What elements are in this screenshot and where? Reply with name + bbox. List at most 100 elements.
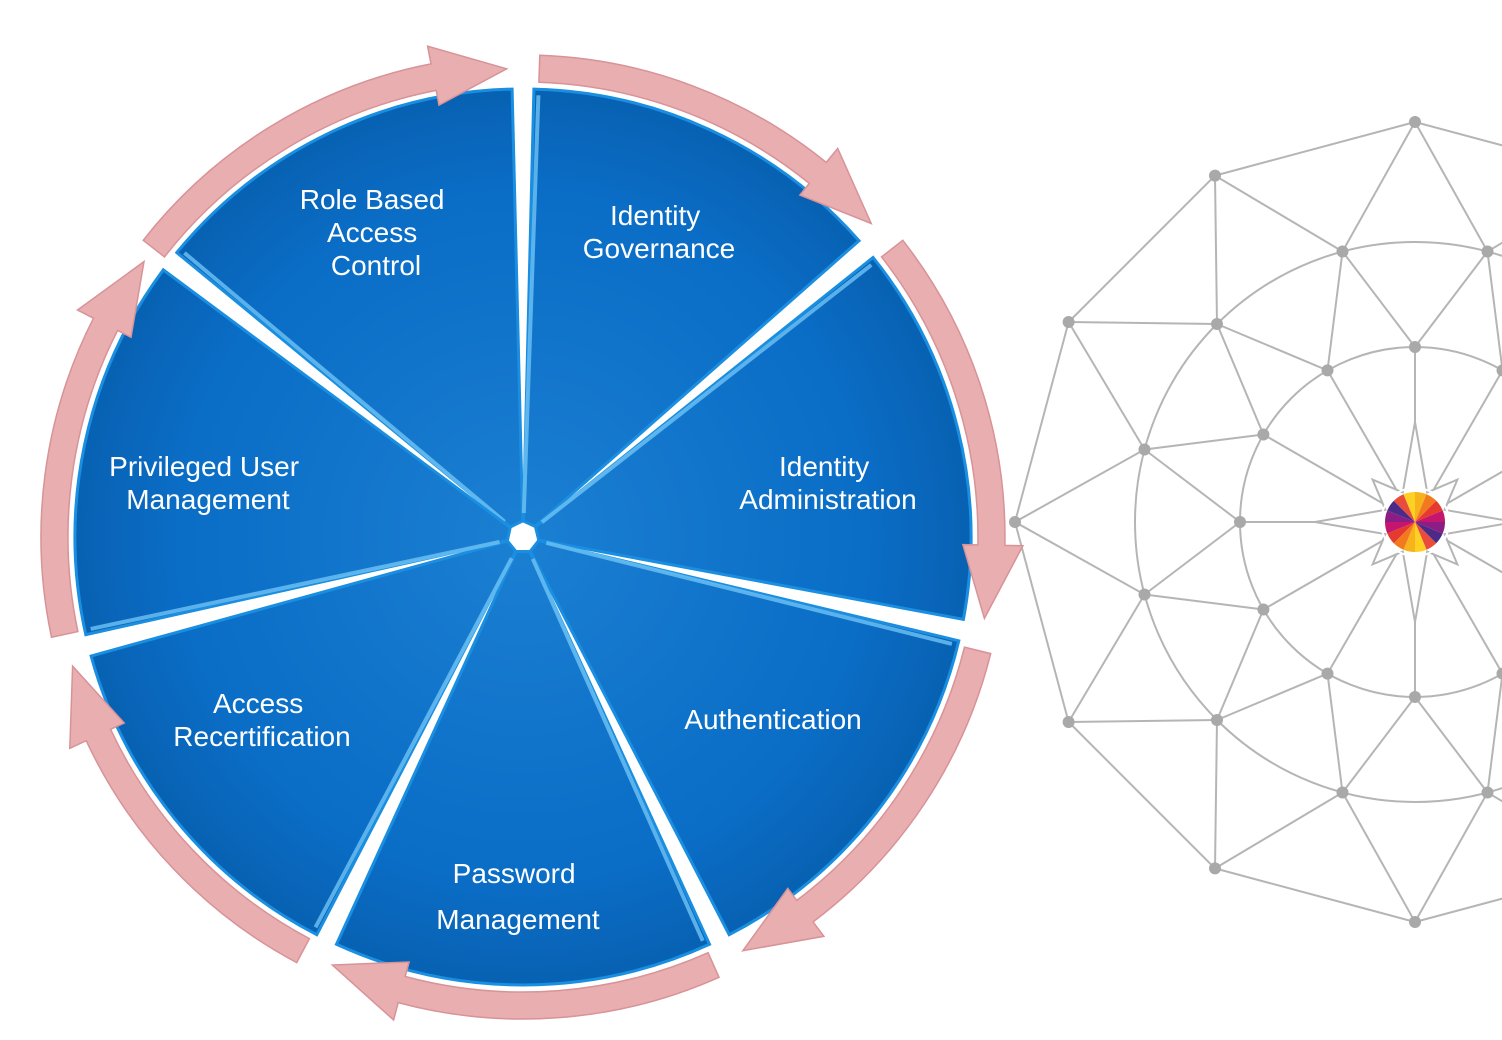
network-node	[1321, 364, 1334, 377]
network-edge	[1216, 609, 1265, 721]
network-edge	[1068, 719, 1218, 723]
network-compass-graphic	[1009, 116, 1502, 928]
logo-wedge	[1385, 510, 1415, 522]
logo-wedge	[1387, 522, 1415, 544]
network-edge	[1014, 448, 1145, 523]
segment-label-line: Privileged User	[109, 451, 299, 482]
logo-wedge	[1403, 522, 1415, 552]
segment-privileged-user-management: Privileged User Management	[73, 267, 512, 637]
network-edge	[1216, 323, 1328, 372]
segment-shape	[334, 550, 712, 987]
network-edge	[1143, 448, 1241, 523]
network-edge	[1216, 672, 1328, 721]
network-node	[1211, 318, 1223, 330]
segment-edge-highlight	[183, 251, 506, 524]
segment-label-line: Access	[327, 217, 417, 248]
network-node	[1481, 245, 1494, 258]
segment-authentication: Authentication	[528, 539, 961, 937]
network-node	[1209, 862, 1221, 875]
cycle-arrow-group	[40, 45, 1025, 1022]
network-node	[1138, 588, 1151, 601]
network-node	[1409, 916, 1421, 928]
segment-label: Access Recertification	[173, 688, 350, 752]
segment-edge-highlight	[530, 558, 705, 942]
network-edge	[1014, 321, 1070, 523]
segment-label-line: Governance	[583, 233, 736, 264]
network-edge	[1067, 721, 1216, 870]
segment-shape	[73, 267, 512, 637]
logo-wedge	[1385, 522, 1415, 534]
network-node	[1062, 716, 1075, 728]
cycle-arrow	[142, 45, 509, 258]
network-node	[1409, 691, 1421, 703]
network-node	[1321, 667, 1334, 680]
network-edge	[1144, 433, 1264, 451]
logo-ring	[1380, 487, 1450, 557]
cycle-arrow	[330, 951, 720, 1022]
network-edge	[1414, 696, 1489, 794]
segment-label-line: Administration	[739, 484, 916, 515]
cycle-arrow	[538, 54, 873, 225]
network-edge	[1214, 174, 1344, 253]
network-node	[1138, 443, 1151, 456]
cycle-arrow	[880, 239, 1025, 621]
network-node	[1496, 667, 1502, 680]
logo-wedge	[1393, 494, 1415, 522]
segment-identity-governance: Identity Governance	[521, 87, 862, 529]
network-node	[1409, 116, 1421, 128]
logo-wedge	[1403, 492, 1415, 522]
network-node	[1481, 786, 1494, 799]
cycle-arrow	[40, 259, 146, 639]
segment-label: Identity Administration	[739, 451, 916, 515]
network-edge	[1216, 323, 1265, 435]
network-edge	[1143, 521, 1241, 596]
network-edge	[1214, 175, 1218, 325]
logo-wedge	[1415, 522, 1443, 544]
network-edge	[1067, 593, 1146, 723]
segment-edge-highlight	[521, 95, 541, 514]
network-edge	[1144, 593, 1264, 611]
segment-edge-highlight	[313, 557, 514, 929]
network-edge	[1214, 867, 1416, 923]
network-node	[1257, 428, 1270, 441]
network-node	[1496, 364, 1502, 377]
network-node	[1009, 516, 1021, 528]
network-edge	[1068, 321, 1218, 325]
segment-role-based-access-control: Role Based Access Control	[174, 87, 525, 529]
segment-shape	[533, 255, 973, 622]
network-edge	[1414, 792, 1489, 923]
logo-wedge	[1415, 522, 1427, 552]
network-edge	[1486, 241, 1502, 253]
segment-label-line: Access	[213, 688, 303, 719]
segment-label-line: Role Based	[300, 184, 445, 215]
segment-group: Role Based Access Control Identity Gover…	[73, 87, 973, 987]
segment-label: Password Management	[436, 858, 600, 935]
network-edge	[1414, 250, 1489, 348]
segment-shape	[528, 539, 961, 937]
logo-wedge	[1415, 510, 1445, 522]
network-node	[1336, 786, 1349, 799]
network-edge	[1326, 673, 1344, 793]
segment-label-line: Identity	[779, 451, 869, 482]
segment-shape	[174, 87, 525, 529]
network-edge	[1214, 121, 1416, 177]
segment-access-recertification: Access Recertification	[89, 539, 518, 937]
segment-edge-highlight	[540, 263, 873, 524]
network-edge	[1486, 251, 1502, 371]
segment-shape	[89, 539, 518, 937]
segment-label: Privileged User Management	[109, 451, 307, 515]
logo-wedge	[1415, 492, 1427, 522]
segment-label: Identity Governance	[583, 200, 736, 264]
segment-edge-highlight	[90, 540, 500, 631]
segment-password-management: Password Management	[334, 550, 712, 987]
network-edge	[1486, 791, 1502, 803]
network-edge	[1341, 250, 1416, 348]
network-edge	[1067, 321, 1146, 451]
network-edge	[1341, 696, 1416, 794]
network-node	[1209, 169, 1221, 182]
network-edge	[1214, 719, 1218, 869]
network-edge	[1341, 121, 1416, 252]
segment-shape	[521, 87, 862, 529]
logo-wedge	[1415, 522, 1437, 550]
network-edge	[1214, 791, 1344, 870]
